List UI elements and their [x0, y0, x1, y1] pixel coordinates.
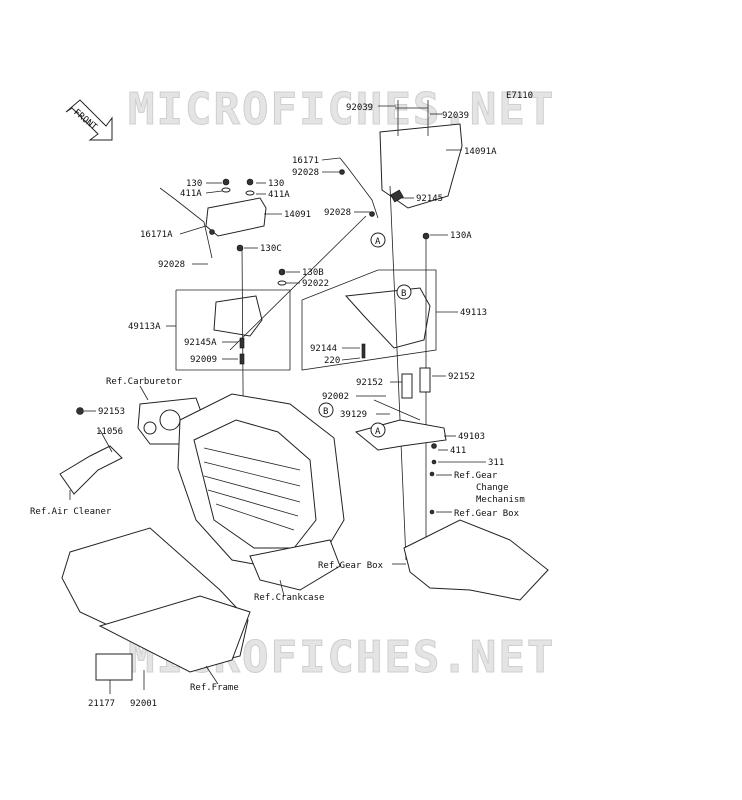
label-130B: 130B: [302, 268, 324, 278]
label-130-a: 130: [186, 179, 202, 189]
callout-B-mid: B: [318, 402, 334, 418]
bracket-49113A: [213, 295, 263, 337]
label-411: 411: [450, 446, 466, 456]
clip-92145: [390, 189, 404, 203]
label-92028-a: 92028: [292, 168, 319, 178]
bolt-130-a: [222, 178, 230, 186]
label-39129: 39129: [340, 410, 367, 420]
part-21177: [95, 653, 133, 681]
callout-B-top: B: [396, 284, 412, 300]
watermark-top: MICROFICHES.NET: [128, 84, 555, 135]
svg-text:B: B: [401, 289, 406, 299]
ref-crankcase: Ref.Crankcase: [254, 593, 324, 603]
label-92002: 92002: [322, 392, 349, 402]
label-49113A: 49113A: [128, 322, 161, 332]
spacer-92152-left: [401, 373, 413, 399]
engine-crankcase: [177, 393, 345, 591]
label-130C: 130C: [260, 244, 282, 254]
ref-gear-change-3: Mechanism: [476, 495, 525, 505]
ref-carburetor: Ref.Carburetor: [106, 377, 182, 387]
cover-14091: [205, 197, 267, 237]
ref-air-cleaner: Ref.Air Cleaner: [30, 507, 112, 517]
label-92144: 92144: [310, 344, 337, 354]
frame: [61, 527, 251, 673]
label-21177: 21177: [88, 699, 115, 709]
label-92153: 92153: [98, 407, 125, 417]
label-92152-right: 92152: [448, 372, 475, 382]
label-14091A: 14091A: [464, 147, 497, 157]
label-92028-c: 92028: [158, 260, 185, 270]
label-130A: 130A: [450, 231, 472, 241]
svg-text:A: A: [375, 237, 381, 247]
label-92145: 92145: [416, 194, 443, 204]
label-92009: 92009: [190, 355, 217, 365]
label-130-b: 130: [268, 179, 284, 189]
label-92001: 92001: [130, 699, 157, 709]
label-49113: 49113: [460, 308, 487, 318]
callout-A-top: A: [370, 232, 386, 248]
label-92145A: 92145A: [184, 338, 217, 348]
bolt-130-b: [246, 178, 254, 186]
label-92022: 92022: [302, 279, 329, 289]
spacer-92152-right: [419, 367, 431, 393]
label-92152-left: 92152: [356, 378, 383, 388]
label-411A-b: 411A: [268, 190, 290, 200]
air-cleaner-bracket: [59, 445, 123, 495]
svg-text:A: A: [375, 427, 381, 437]
label-311: 311: [488, 458, 504, 468]
label-16171: 16171: [292, 156, 319, 166]
label-49103: 49103: [458, 432, 485, 442]
ref-gear-change-1: Ref.Gear: [454, 471, 498, 481]
cover-14091A: [379, 100, 463, 209]
diagram-code: E7110: [506, 91, 533, 101]
label-92028-b: 92028: [324, 208, 351, 218]
gear-box: [403, 519, 549, 601]
ref-gear-box-right: Ref.Gear Box: [454, 509, 520, 519]
ref-gear-box-left: Ref.Gear Box: [318, 561, 384, 571]
label-92039-right: 92039: [442, 111, 469, 121]
lever-49113: [344, 287, 431, 349]
callout-A-mid: A: [370, 422, 386, 438]
ref-gear-change-2: Change: [476, 483, 509, 493]
label-220: 220: [324, 356, 340, 366]
svg-text:B: B: [323, 407, 328, 417]
label-16171A: 16171A: [140, 230, 173, 240]
ref-frame: Ref.Frame: [190, 683, 239, 693]
label-11056: 11056: [96, 427, 123, 437]
front-arrow-icon: FRONT: [65, 99, 113, 141]
label-14091: 14091: [284, 210, 311, 220]
label-411A-a: 411A: [180, 189, 202, 199]
label-92039-left: 92039: [346, 103, 373, 113]
